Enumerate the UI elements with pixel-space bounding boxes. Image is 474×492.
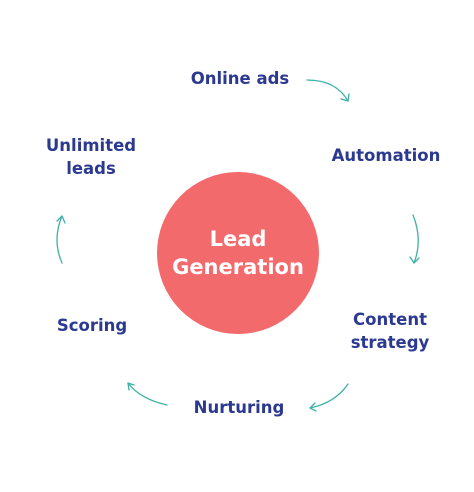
stage-nurturing: Nurturing (193, 398, 285, 417)
stage-automation: Automation (331, 146, 441, 165)
stage-online-ads: Online ads (190, 69, 290, 88)
center-label: Lead Generation (172, 227, 304, 279)
lead-generation-circle: Lead Generation (157, 172, 319, 334)
stage-content-strategy: Content strategy (350, 310, 430, 352)
arrow-icon (306, 79, 350, 102)
stage-unlimited-leads: Unlimited leads (45, 136, 137, 178)
arrow-icon (56, 215, 66, 264)
arrow-icon (409, 214, 420, 264)
arrow-icon (309, 383, 349, 412)
stage-scoring: Scoring (56, 316, 128, 335)
arrow-icon (127, 382, 168, 406)
